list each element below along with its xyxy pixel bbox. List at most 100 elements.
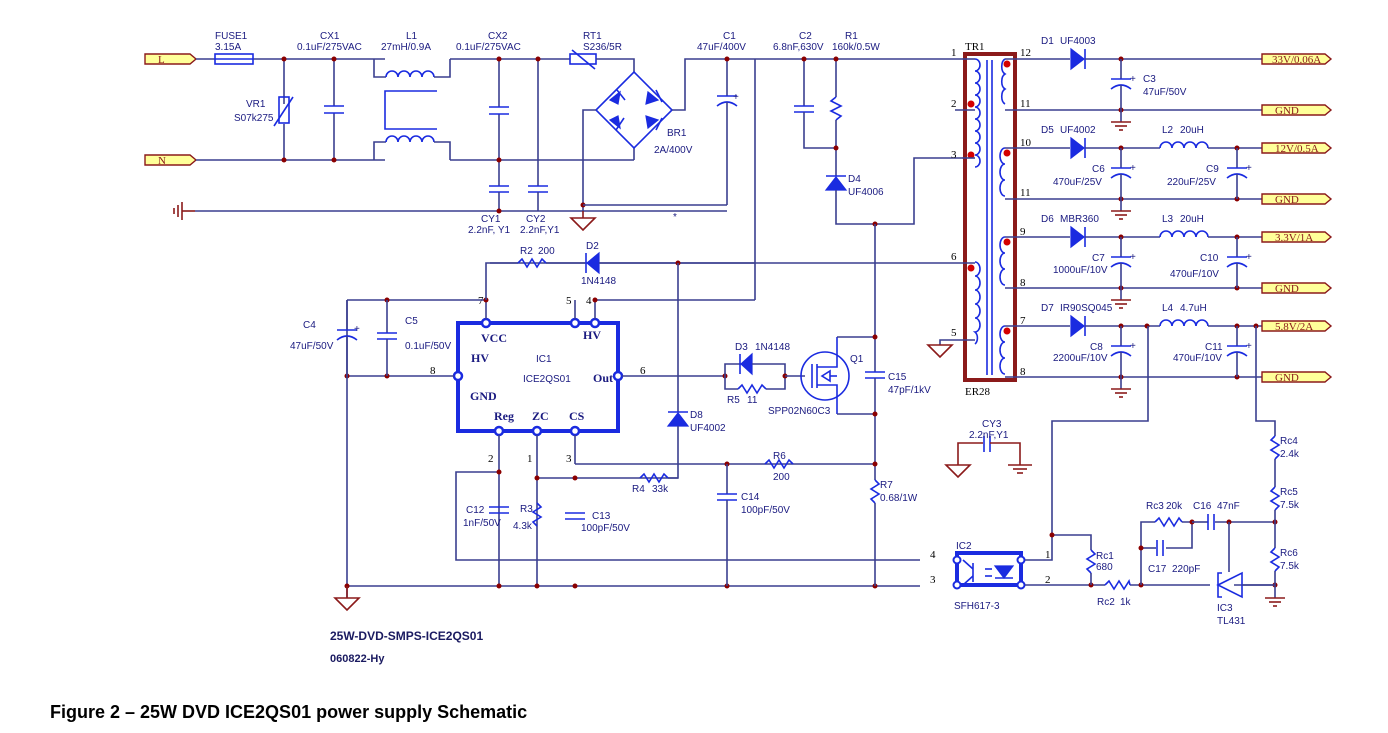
svg-text:ER28: ER28 <box>965 386 991 398</box>
svg-text:UF4006: UF4006 <box>848 187 884 198</box>
svg-text:1N4148: 1N4148 <box>755 342 790 353</box>
svg-text:VR1: VR1 <box>246 99 266 110</box>
resistor-rc6: Rc6 7.5k <box>1269 547 1300 598</box>
svg-text:Out: Out <box>593 371 613 385</box>
resistor-r1: R1 160k/0.5W <box>829 31 880 176</box>
svg-text:HV: HV <box>471 351 489 365</box>
svg-text:47uF/50V: 47uF/50V <box>1143 87 1187 98</box>
svg-text:3: 3 <box>930 574 936 586</box>
output-33v: + D1 UF4003 C3 47uF/50V <box>1005 36 1262 122</box>
shunt-regulator-ic3: IC3 TL431 <box>1216 571 1275 627</box>
svg-text:RT1: RT1 <box>583 31 602 42</box>
svg-text:6: 6 <box>640 365 646 377</box>
svg-text:D4: D4 <box>848 174 861 185</box>
svg-text:IC1: IC1 <box>536 354 552 365</box>
svg-text:+: + <box>1246 252 1252 263</box>
svg-text:D5: D5 <box>1041 125 1054 136</box>
svg-text:D1: D1 <box>1041 36 1054 47</box>
svg-text:Rc4: Rc4 <box>1280 436 1298 447</box>
svg-text:TL431: TL431 <box>1217 616 1246 627</box>
svg-text:C17: C17 <box>1148 564 1167 575</box>
earth-symbol <box>173 202 195 220</box>
svg-text:7.5k: 7.5k <box>1280 561 1300 572</box>
feedback-wiring <box>1025 326 1278 588</box>
svg-text:+: + <box>1130 74 1136 85</box>
earth-gnd-1 <box>1111 121 1131 131</box>
svg-text:C4: C4 <box>303 320 316 331</box>
resistor-r6: R6 200 <box>724 451 794 483</box>
ground-primary-2 <box>333 586 361 612</box>
svg-text:*: * <box>673 212 677 223</box>
capacitor-c4: + C4 47uF/50V <box>290 300 360 376</box>
svg-text:470uF/10V: 470uF/10V <box>1173 353 1222 364</box>
svg-text:D7: D7 <box>1041 303 1054 314</box>
capacitor-cy3: CY3 2.2nF,Y1 <box>944 419 1032 479</box>
output-12v: + + D5 UF4002 L2 20uH C6 470uF/25V C9 22… <box>1005 125 1262 211</box>
earth-gnd-4 <box>1111 388 1131 398</box>
capacitor-c13: C13 100pF/50V <box>565 511 630 534</box>
optocoupler-ic2: IC2 SFH617-3 4 3 1 2 <box>930 541 1051 612</box>
svg-text:C9: C9 <box>1206 164 1219 175</box>
svg-text:2: 2 <box>951 98 957 110</box>
fuse1: FUSE1 3.15A <box>214 31 254 65</box>
port-L: L <box>144 53 198 66</box>
svg-text:L4: L4 <box>1162 303 1174 314</box>
svg-text:R4: R4 <box>632 484 645 495</box>
svg-text:2A/400V: 2A/400V <box>654 145 693 156</box>
svg-text:100pF/50V: 100pF/50V <box>741 505 790 516</box>
svg-text:R3: R3 <box>520 504 533 515</box>
svg-text:1000uF/10V: 1000uF/10V <box>1053 265 1108 276</box>
svg-text:GND: GND <box>1275 105 1299 117</box>
diode-d8: D8 UF4002 <box>666 263 726 479</box>
resistor-rc4: Rc4 2.4k <box>1269 435 1300 487</box>
svg-text:8: 8 <box>1020 366 1026 378</box>
svg-text:8: 8 <box>430 365 436 377</box>
svg-text:100pF/50V: 100pF/50V <box>581 523 630 534</box>
svg-text:6.8nF,630V: 6.8nF,630V <box>773 42 824 53</box>
bridge-rectifier-br1: BR1 2A/400V <box>582 58 755 211</box>
svg-text:47nF: 47nF <box>1217 501 1240 512</box>
svg-text:11: 11 <box>1020 98 1031 110</box>
svg-text:BR1: BR1 <box>667 128 687 139</box>
svg-text:GND: GND <box>1275 194 1299 206</box>
svg-text:47uF/400V: 47uF/400V <box>697 42 746 53</box>
svg-text:1: 1 <box>951 47 957 59</box>
capacitor-cy2: CY2 2.2nF,Y1 <box>520 56 560 236</box>
svg-text:200: 200 <box>773 472 790 483</box>
mid-wires <box>450 58 635 161</box>
svg-text:3.3V/1A: 3.3V/1A <box>1275 232 1313 244</box>
svg-text:MBR360: MBR360 <box>1060 214 1099 225</box>
svg-text:25W-DVD-SMPS-ICE2QS01: 25W-DVD-SMPS-ICE2QS01 <box>330 629 483 643</box>
svg-text:C8: C8 <box>1090 342 1103 353</box>
resistor-rc5: Rc5 7.5k <box>1269 486 1300 548</box>
resistor-rc1: Rc1 680 <box>1085 549 1114 585</box>
resistor-r3: R3 4.3k <box>513 502 543 532</box>
svg-text:D6: D6 <box>1041 214 1054 225</box>
svg-text:UF4002: UF4002 <box>1060 125 1096 136</box>
resistor-rc3: Rc3 20k <box>1146 501 1183 528</box>
svg-text:CS: CS <box>569 409 585 423</box>
choke-l1: L1 27mH/0.9A <box>373 31 451 160</box>
svg-text:IC3: IC3 <box>1217 603 1233 614</box>
svg-text:+: + <box>1130 252 1136 263</box>
svg-text:Q1: Q1 <box>850 354 864 365</box>
svg-text:6: 6 <box>951 251 957 263</box>
svg-text:Rc6: Rc6 <box>1280 548 1298 559</box>
svg-text:UF4003: UF4003 <box>1060 36 1096 47</box>
svg-text:11: 11 <box>1020 187 1031 199</box>
earth-gnd-2 <box>1111 210 1131 220</box>
port-gnd-2: GND <box>1261 193 1333 206</box>
svg-text:ICE2QS01: ICE2QS01 <box>523 374 571 385</box>
svg-text:+: + <box>1246 163 1252 174</box>
capacitor-c17: C17 220pF <box>1148 540 1200 575</box>
svg-text:CY2: CY2 <box>526 214 546 225</box>
figure-caption: Figure 2 – 25W DVD ICE2QS01 power supply… <box>50 702 528 722</box>
svg-text:C10: C10 <box>1200 253 1219 264</box>
port-5v8: 5.8V/2A <box>1261 320 1333 333</box>
svg-text:12: 12 <box>1020 47 1031 59</box>
gate-network: D3 1N4148 R5 11 <box>724 342 805 406</box>
svg-text:4.7uH: 4.7uH <box>1180 303 1207 314</box>
output-3v3: + + D6 MBR360 L3 20uH C7 1000uF/10V C10 … <box>1005 214 1262 300</box>
svg-text:C6: C6 <box>1092 164 1105 175</box>
